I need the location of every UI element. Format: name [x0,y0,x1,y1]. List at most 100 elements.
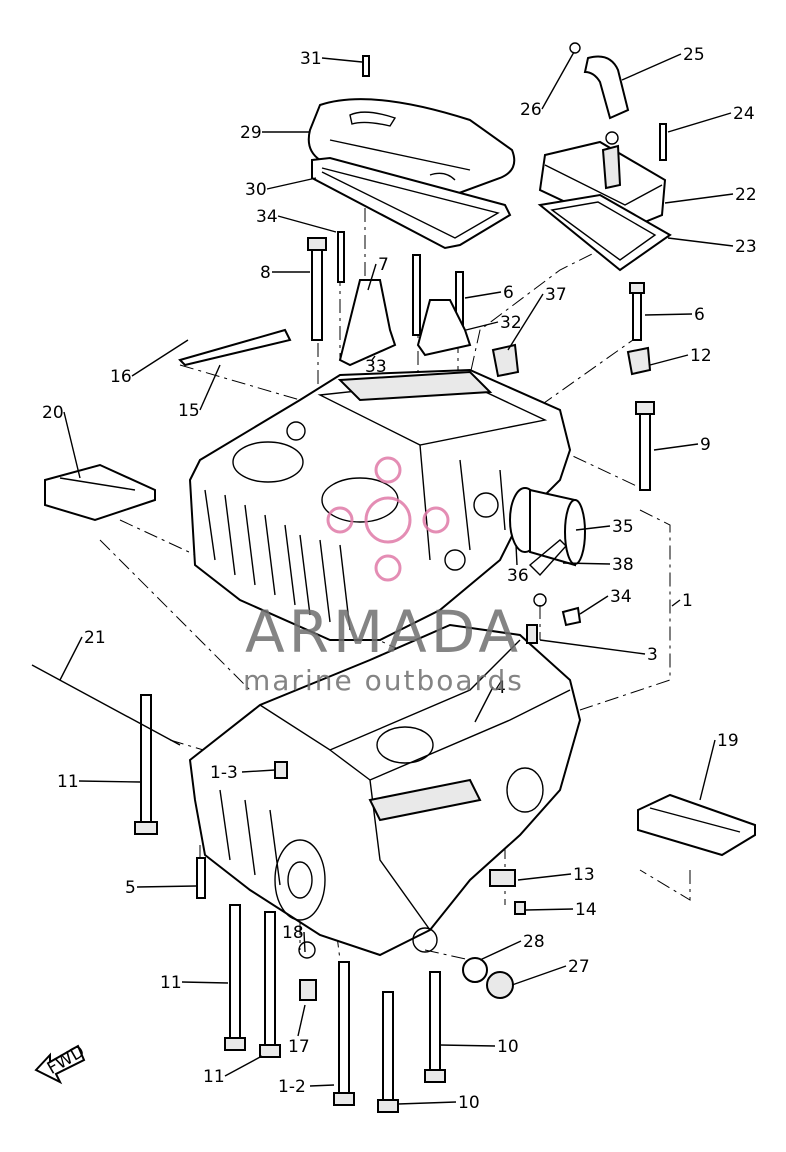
callout-6: 6 [694,305,705,325]
leader-line-11 [224,1055,263,1077]
callout-26: 26 [520,100,542,120]
leader-line-5 [136,885,197,888]
callout-14: 14 [575,900,597,920]
callout-29: 29 [240,123,262,143]
leader-line-9 [653,443,699,451]
leader-line-16 [131,339,189,377]
leader-line-27 [511,965,567,986]
head-cover-assembly [307,98,516,250]
leader-line-12 [649,354,689,366]
oil-filter-assembly [509,487,586,627]
callout-33: 33 [365,357,387,377]
leader-line-13 [517,873,572,881]
leader-line-18 [303,931,306,953]
upper-crankcase [188,368,572,641]
leader-line-6 [644,313,693,316]
callout-1-2: 1-2 [278,1077,306,1097]
leader-line-1-2 [309,1084,335,1087]
callout-17: 17 [288,1037,310,1057]
leader-line-38 [562,562,611,565]
watermark-logo-icon [326,456,450,582]
leader-line-4 [474,686,494,723]
callout-12: 12 [690,346,712,366]
leader-line-10 [397,1101,457,1105]
watermark: ARMADA marine outboards [243,456,524,697]
bolts [31,55,667,1113]
callout-8: 8 [260,263,271,283]
leader-line-32 [465,321,499,331]
callout-34: 34 [610,587,632,607]
leader-line-11 [181,981,229,984]
callout-7: 7 [378,255,389,275]
callout-27: 27 [568,957,590,977]
callout-11: 11 [203,1067,225,1087]
callout-9: 9 [700,435,711,455]
callout-1-3: 1-3 [210,763,238,783]
callout-23: 23 [735,237,757,257]
leader-line-31 [321,57,363,63]
callout-6: 6 [503,283,514,303]
callout-3: 3 [647,645,658,665]
leader-line-21 [59,636,83,681]
callout-30: 30 [245,180,267,200]
callout-4: 4 [495,678,506,698]
callout-10: 10 [458,1093,480,1113]
callout-18: 18 [282,923,304,943]
leader-line-24 [667,112,732,133]
fwd-arrow: FWD [34,1042,88,1085]
watermark-brand: ARMADA [245,598,522,666]
leader-line-7 [367,263,377,291]
callout-20: 20 [42,403,64,423]
callout-36: 36 [507,566,529,586]
callout-34: 34 [256,207,278,227]
leader-line-19 [699,739,716,801]
leader-line-37 [507,293,544,351]
leader-line-34 [277,215,337,233]
leader-line-11 [78,780,141,783]
callout-21: 21 [84,628,106,648]
leader-line-17 [297,1004,306,1037]
callout-13: 13 [573,865,595,885]
callout-32: 32 [500,313,522,333]
breather-assembly [537,42,672,272]
leader-line-28 [479,940,522,961]
callout-37: 37 [545,285,567,305]
watermark-tagline: marine outboards [243,664,524,697]
callout-25: 25 [683,45,705,65]
leader-line-36 [515,544,518,566]
callout-38: 38 [612,555,634,575]
leader-line-26 [541,51,575,110]
callout-22: 22 [735,185,757,205]
callout-15: 15 [178,401,200,421]
callout-24: 24 [733,104,755,124]
fwd-label: FWD [44,1042,88,1079]
callout-5: 5 [125,878,136,898]
leader-line-30 [266,177,317,190]
leader-line-35 [575,525,611,531]
leader-line-6 [464,291,502,299]
leader-line-15 [199,364,221,411]
callout-28: 28 [523,932,545,952]
leader-line-20 [63,411,81,479]
leader-line-1 [671,599,681,607]
leader-line-3 [539,639,646,655]
leader-line-23 [667,237,734,247]
callout-11: 11 [57,772,79,792]
leader-line-22 [664,193,734,204]
side-plates [44,463,756,857]
callout-31: 31 [300,49,322,69]
callout-19: 19 [717,731,739,751]
leader-line-14 [525,908,574,911]
leader-line-25 [621,53,682,81]
leader-line-10 [439,1044,496,1047]
leader-line-33 [371,355,376,361]
leader-line-34 [579,595,609,615]
callout-35: 35 [612,517,634,537]
leader-line-1-3 [241,769,276,773]
callout-1: 1 [682,591,693,611]
callout-16: 16 [110,367,132,387]
callout-10: 10 [497,1037,519,1057]
callout-11: 11 [160,973,182,993]
